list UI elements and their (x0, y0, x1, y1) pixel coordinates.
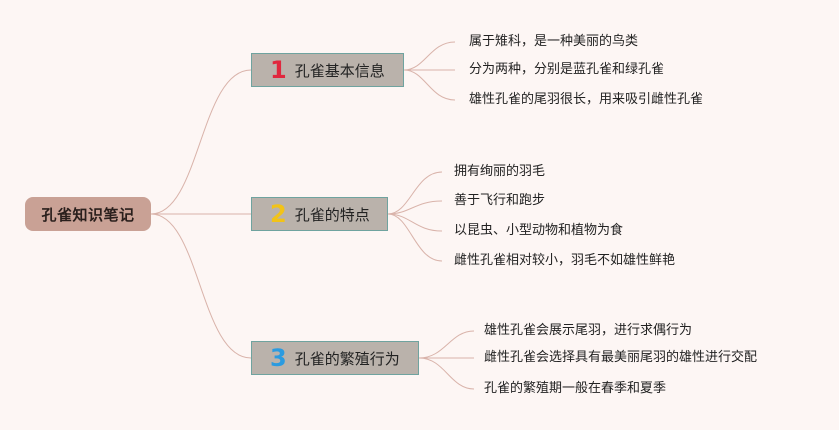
leaf-link-3-1 (418, 330, 475, 359)
leaf-link-1-1 (403, 41, 456, 71)
leaf-node[interactable]: 以昆虫、小型动物和植物为食 (454, 223, 624, 238)
branch-number-2: 2 (270, 200, 287, 228)
branch-label: 孔雀的繁殖行为 (294, 349, 400, 368)
branch-node-basic-info[interactable]: 1 孔雀基本信息 (251, 53, 404, 87)
branch-number-3: 3 (270, 344, 287, 372)
leaf-link-2-2 (387, 200, 443, 215)
leaf-node[interactable]: 拥有绚丽的羽毛 (454, 164, 546, 179)
leaf-node[interactable]: 善于飞行和跑步 (454, 193, 546, 208)
leaf-link-2-3 (387, 213, 443, 232)
branch-label: 孔雀基本信息 (294, 61, 385, 80)
leaf-node[interactable]: 孔雀的繁殖期一般在春季和夏季 (484, 381, 667, 396)
leaf-node[interactable]: 雌性孔雀会选择具有最美丽尾羽的雄性进行交配 (484, 350, 758, 365)
root-node[interactable]: 孔雀知识笔记 (25, 197, 151, 231)
branch-node-breeding[interactable]: 3 孔雀的繁殖行为 (251, 341, 419, 375)
root-label: 孔雀知识笔记 (41, 205, 135, 224)
leaf-node[interactable]: 分为两种，分别是蓝孔雀和绿孔雀 (469, 62, 665, 77)
root-link-1 (150, 69, 252, 215)
leaf-link-2-4 (387, 213, 443, 262)
leaf-node[interactable]: 雌性孔雀相对较小，羽毛不如雄性鲜艳 (454, 253, 676, 268)
branch-label: 孔雀的特点 (294, 205, 370, 224)
leaf-link-1-3 (403, 69, 456, 101)
root-link-3 (150, 213, 252, 359)
leaf-node[interactable]: 雄性孔雀会展示尾羽，进行求偶行为 (484, 323, 693, 338)
leaf-node[interactable]: 属于雉科，是一种美丽的鸟类 (469, 34, 639, 49)
branch-number-1: 1 (270, 56, 287, 84)
leaf-link-3-3 (418, 357, 475, 390)
leaf-node[interactable]: 雄性孔雀的尾羽很长，用来吸引雌性孔雀 (469, 92, 704, 107)
leaf-link-2-1 (387, 171, 443, 215)
branch-node-features[interactable]: 2 孔雀的特点 (251, 197, 388, 231)
